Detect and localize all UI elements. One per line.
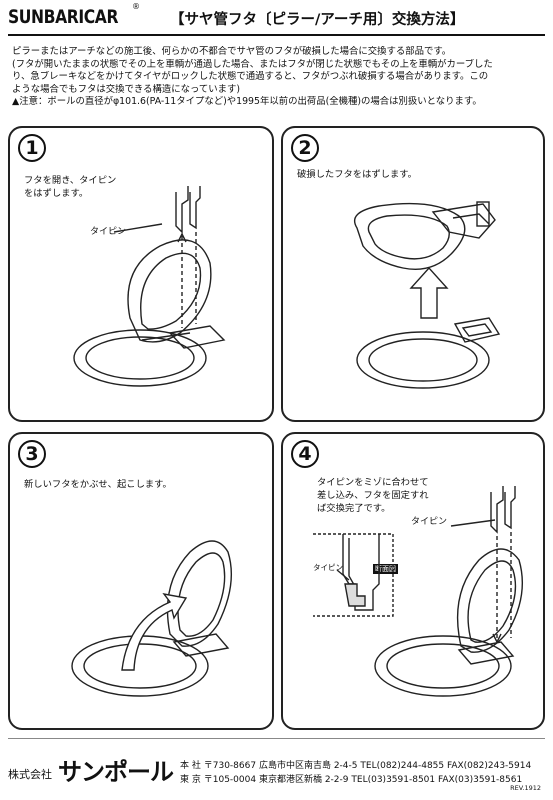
label-leader (450, 519, 496, 527)
step-2-panel: 2 破損したフタをはずします。 (281, 126, 545, 422)
pole-cap-ring (71, 635, 209, 697)
inset-leader (336, 569, 350, 581)
intro-line: り、急ブレーキなどをかけてタイヤがロックした状態で通過すると、フタがつぶれ破損す… (12, 71, 489, 83)
step-text-line: をはずします。 (24, 188, 89, 199)
page-title: 【サヤ管フタ〔ピラー/アーチ用〕交換方法】 (170, 12, 465, 28)
step-text-line: ば交換完了です。 (317, 503, 391, 514)
hinge-slot (453, 317, 501, 343)
step-number-badge: 2 (291, 134, 319, 162)
pole-cap-inner (386, 643, 500, 689)
step-1-text: フタを開き、タイピン をはずします。 (24, 174, 116, 200)
hinge-base (172, 633, 230, 657)
hinge-part (431, 203, 496, 239)
telephone: TEL(03)3591-8501 (351, 775, 436, 785)
step-1-illustration (73, 186, 226, 387)
step-text-line: タイピンをミゾに合わせて (317, 477, 429, 488)
step-3-panel: 3 新しいフタをかぶせ、起こします。 (8, 432, 274, 730)
step-4-illustration (313, 486, 524, 697)
office-name: 本 社 (180, 761, 201, 771)
arrow-up-icon (177, 232, 187, 243)
company-logo: サンポール (58, 758, 174, 786)
fax: FAX(082)243-5914 (447, 761, 532, 771)
step-3-illustration (71, 540, 233, 697)
tie-pin-shape (175, 186, 189, 234)
warning-text: 注意：ポールの直径がφ101.6(PA-11タイプなど)や1995年以前の出荷品… (19, 96, 482, 108)
label-leader (113, 223, 163, 233)
street-address: 広島市中区南吉島 2-4-5 (258, 761, 358, 771)
tie-pin-label: タイピン (411, 517, 448, 527)
step-3-text: 新しいフタをかぶせ、起こします。 (24, 478, 172, 491)
brand-logo: SUNBARICAR (8, 6, 118, 28)
intro-line: ピラーまたはアーチなどの施工後、何らかの不都合でサヤ管のフタが破損した場合に交換… (12, 46, 452, 57)
hinge-base (457, 641, 515, 665)
rotate-arrow-icon (121, 592, 188, 671)
tie-pin-shape (490, 486, 504, 534)
intro-line: (フタが開いたままの状態でその上を車輌が通過した場合、またはフタが閉じた状態でも… (12, 58, 493, 70)
step-4-panel: 4 タイピンをミゾに合わせて 差し込み、フタを固定すれ ば交換完了です。 タイピ… (281, 432, 545, 730)
lid-upright (456, 548, 524, 653)
footer-divider (8, 738, 545, 739)
step-2-illustration (353, 201, 501, 389)
step-text-line: 差し込み、フタを固定すれ (317, 490, 429, 501)
inset-pin (344, 583, 366, 607)
office-name: 東 京 (180, 775, 201, 785)
new-lid (166, 540, 233, 647)
arrow-up-icon (409, 266, 449, 319)
header-divider (8, 34, 545, 36)
cross-section-tag: 断面図 (373, 564, 398, 574)
address-line-tokyo: 東 京 〒105-0004 東京都港区新橋 2-2-9 TEL(03)3591-… (180, 772, 522, 785)
postal-code: 〒105-0004 (203, 775, 257, 785)
pole-cap-inner (85, 336, 195, 380)
step-text-line: 新しいフタをかぶせ、起こします。 (24, 479, 172, 490)
street-address: 東京都港区新橋 2-2-9 (258, 775, 349, 785)
step-4-text: タイピンをミゾに合わせて 差し込み、フタを固定すれ ば交換完了です。 (317, 476, 429, 515)
tie-pin-label: タイピン (90, 227, 127, 237)
broken-lid (353, 202, 466, 270)
telephone: TEL(082)244-4855 (360, 761, 445, 771)
step-number-badge: 4 (291, 440, 319, 468)
brand-name: SUNBARICAR (8, 6, 119, 28)
pole-cap-ring (374, 635, 512, 697)
inset-frame (313, 533, 394, 617)
intro-text: ピラーまたはアーチなどの施工後、何らかの不都合でサヤ管のフタが破損した場合に交換… (12, 46, 547, 109)
intro-warning: ▲注意：ポールの直径がφ101.6(PA-11タイプなど)や1995年以前の出荷… (12, 96, 547, 109)
hinge-base (168, 325, 226, 349)
step-text-line: 破損したフタをはずします。 (297, 169, 417, 180)
step-1-panel: 1 フタを開き、タイピン をはずします。 タイピン (8, 126, 274, 422)
intro-line: ような場合でもフタは交換できる構造になっています) (12, 83, 241, 95)
pole-cap-inner (368, 338, 478, 382)
pole-cap-ring (356, 331, 490, 389)
lid-open (127, 239, 212, 343)
registered-mark: ® (132, 2, 140, 11)
step-number-badge: 3 (18, 440, 46, 468)
revision-code: REV.1912 (510, 784, 541, 792)
fax: FAX(03)3591-8561 (438, 775, 523, 785)
address-line-head-office: 本 社 〒730-8667 広島市中区南吉島 2-4-5 TEL(082)244… (180, 758, 531, 771)
pole-cap-inner (83, 643, 197, 689)
arrow-down-icon (492, 633, 502, 644)
inset-tie-pin-label: タイピン (313, 563, 343, 572)
company-prefix: 株式会社 (8, 768, 52, 781)
step-text-line: フタを開き、タイピン (24, 175, 117, 186)
step-2-text: 破損したフタをはずします。 (297, 168, 417, 181)
postal-code: 〒730-8667 (203, 761, 257, 771)
step-number-badge: 1 (18, 134, 46, 162)
warning-icon: ▲ (12, 96, 20, 108)
pole-cap-ring (73, 329, 207, 387)
